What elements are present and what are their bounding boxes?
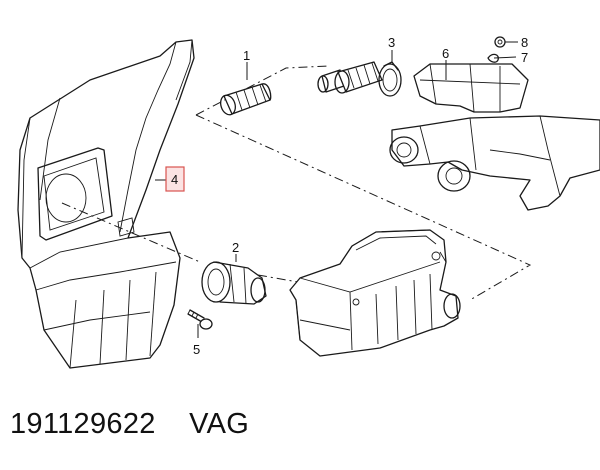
part-1-corrugated-hose <box>220 69 345 116</box>
callout-labels: 1 3 6 8 7 4 2 5 <box>165 35 528 357</box>
part-2-intake-boot <box>201 261 267 305</box>
part-6-heat-shield <box>413 63 529 113</box>
exhaust-manifold <box>389 115 600 211</box>
callout-6: 6 <box>442 46 449 61</box>
callout-8: 8 <box>521 35 528 50</box>
callout-3: 3 <box>388 35 395 50</box>
callout-4: 4 <box>171 172 178 187</box>
part-code-caption: 191129622 VAG <box>10 408 249 441</box>
callout-2: 2 <box>232 240 239 255</box>
callout-7: 7 <box>521 50 528 65</box>
callout-leaders <box>155 41 518 338</box>
callout-5: 5 <box>193 342 200 357</box>
parts-7-8-fasteners <box>487 36 506 63</box>
part-3-hose-clamp <box>334 61 402 97</box>
brand-name: VAG <box>189 408 250 440</box>
air-filter-housing <box>17 39 195 369</box>
part-5-bolt <box>187 309 213 330</box>
air-cleaner-box <box>289 229 461 357</box>
part-number: 191129622 <box>10 408 156 440</box>
callout-4-highlight-box <box>165 166 185 192</box>
callout-1: 1 <box>243 48 250 63</box>
